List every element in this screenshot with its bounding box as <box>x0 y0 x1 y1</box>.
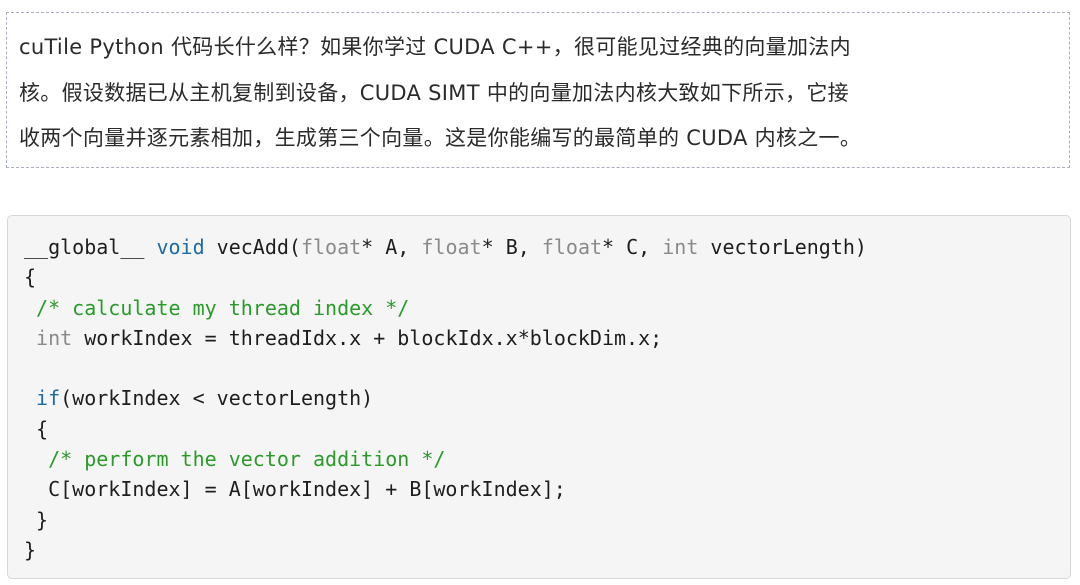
code-line: } <box>24 535 1070 565</box>
code-line: } <box>24 505 1070 535</box>
code-comment: /* calculate my thread index */ <box>24 295 410 320</box>
code-line: /* calculate my thread index */ <box>24 293 1070 323</box>
code-block: __global__ void vecAdd(float* A, float* … <box>7 215 1071 579</box>
code-text: workIndex = threadIdx.x + blockIdx.x*blo… <box>72 325 663 350</box>
code-text: vecAdd( <box>204 235 301 259</box>
code-text: (workIndex < vectorLength) <box>60 386 374 411</box>
code-line: { <box>24 414 1070 444</box>
code-line: int workIndex = threadIdx.x + blockIdx.x… <box>24 323 1070 353</box>
code-type: float <box>421 235 482 259</box>
code-text: { <box>24 265 37 290</box>
code-text: * C, <box>602 235 663 259</box>
code-text: * B, <box>481 235 542 259</box>
code-line: if(workIndex < vectorLength) <box>24 383 1070 413</box>
code-text: } <box>24 537 37 562</box>
code-text: vectorLength) <box>698 235 867 259</box>
code-type: float <box>541 235 603 259</box>
code-text: * A, <box>361 235 422 259</box>
code-type: int <box>24 325 73 350</box>
code-keyword: void <box>156 235 205 259</box>
code-text: } <box>24 507 49 532</box>
code-line: { <box>24 262 1070 292</box>
code-line: __global__ void vecAdd(float* A, float* … <box>24 232 1070 262</box>
intro-line: 收两个向量并逐元素相加，生成第三个向量。这是你能编写的最简单的 CUDA 内核之… <box>19 126 862 150</box>
code-text: { <box>24 416 49 441</box>
code-line <box>24 353 1070 383</box>
code-line: /* perform the vector addition */ <box>24 444 1070 474</box>
intro-paragraph-box: cuTile Python 代码长什么样？如果你学过 CUDA C++，很可能见… <box>6 12 1070 168</box>
intro-line: cuTile Python 代码长什么样？如果你学过 CUDA C++，很可能见… <box>19 35 851 59</box>
code-type: int <box>662 235 699 259</box>
code-line: C[workIndex] = A[workIndex] + B[workInde… <box>24 474 1070 504</box>
code-type: float <box>300 235 362 259</box>
code-comment: /* perform the vector addition */ <box>24 447 446 472</box>
intro-line: 核。假设数据已从主机复制到设备，CUDA SIMT 中的向量加法内核大致如下所示… <box>19 80 849 105</box>
code-keyword: if <box>24 386 61 411</box>
code-text: __global__ <box>24 235 157 259</box>
code-text: C[workIndex] = A[workIndex] + B[workInde… <box>24 477 566 502</box>
